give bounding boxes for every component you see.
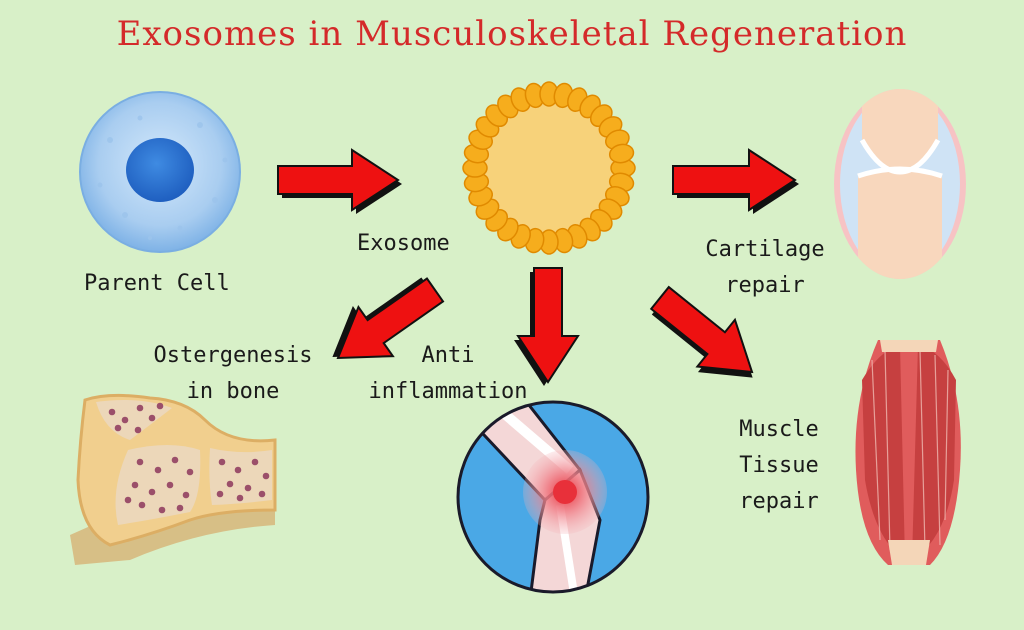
cartilage-joint-icon: [834, 89, 966, 279]
flow-arrows: [277, 148, 799, 386]
arrow-exosome-to-bone: [332, 277, 445, 360]
label-cartilage-line-1: Cartilage: [705, 237, 825, 262]
label-osteogenesis-line-1: Ostergenesis: [153, 343, 313, 368]
parent-cell-icon: [79, 91, 241, 253]
label-muscle-tissue-repair: Muscle Tissue repair: [724, 412, 834, 520]
label-osteogenesis-line-2: in bone: [186, 379, 280, 404]
diagram-title: Exosomes in Musculoskeletal Regeneration: [116, 14, 908, 54]
arrow-exosome-to-muscle: [649, 285, 754, 378]
label-anti-inflammation: Anti inflammation: [353, 338, 543, 410]
exosome-icon: [462, 81, 636, 255]
label-anti-inflammation-line-2: inflammation: [368, 379, 528, 404]
arrow-exosome-to-knee: [514, 267, 580, 386]
label-muscle-line-2: Tissue: [739, 453, 819, 478]
arrow-exosome-to-cartilage: [672, 148, 799, 214]
inflamed-knee-icon: [456, 400, 650, 594]
label-muscle-line-3: repair: [739, 489, 819, 514]
label-osteogenesis: Ostergenesis in bone: [143, 338, 323, 410]
arrow-parent-to-exosome: [277, 148, 402, 214]
label-exosome: Exosome: [357, 231, 450, 256]
label-anti-inflammation-line-1: Anti: [421, 343, 475, 368]
muscle-tissue-icon: [855, 340, 961, 565]
bone-tissue-icon: [70, 393, 277, 565]
label-parent-cell: Parent Cell: [84, 271, 230, 296]
label-cartilage-repair: Cartilage repair: [700, 232, 830, 304]
label-cartilage-line-2: repair: [725, 273, 805, 298]
label-muscle-line-1: Muscle: [739, 417, 819, 442]
